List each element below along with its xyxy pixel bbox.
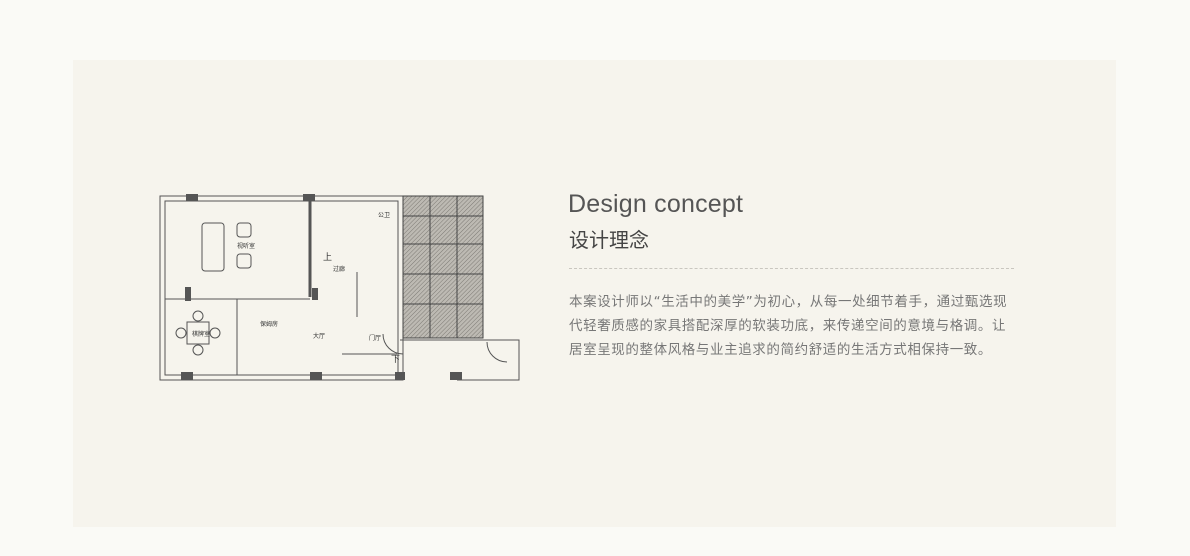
content-panel xyxy=(73,60,1116,527)
dashed-divider xyxy=(569,268,1014,269)
room-label-nanny-room: 保姆房 xyxy=(260,320,278,328)
stairs-up-label: 上 xyxy=(323,252,332,263)
floor-plan: 视听室 公卫 上 过廊 棋牌室 保姆房 大厅 门厅 下 xyxy=(159,194,520,381)
room-label-chess-room: 棋牌室 xyxy=(192,330,210,338)
section-title-en: Design concept xyxy=(568,190,744,218)
stairs-down-label: 下 xyxy=(391,355,400,365)
concept-description: 本案设计师以“生活中的美学”为初心，从每一处细节着手，通过甄选现代轻奢质感的家具… xyxy=(569,294,1008,358)
room-label-public-bath: 公卫 xyxy=(378,212,390,219)
room-label-audio-room: 视听室 xyxy=(237,242,255,250)
section-title-cn: 设计理念 xyxy=(569,228,649,252)
room-label-foyer: 门厅 xyxy=(369,334,381,342)
room-label-corridor: 过廊 xyxy=(333,265,345,273)
room-label-hall: 大厅 xyxy=(313,332,325,340)
